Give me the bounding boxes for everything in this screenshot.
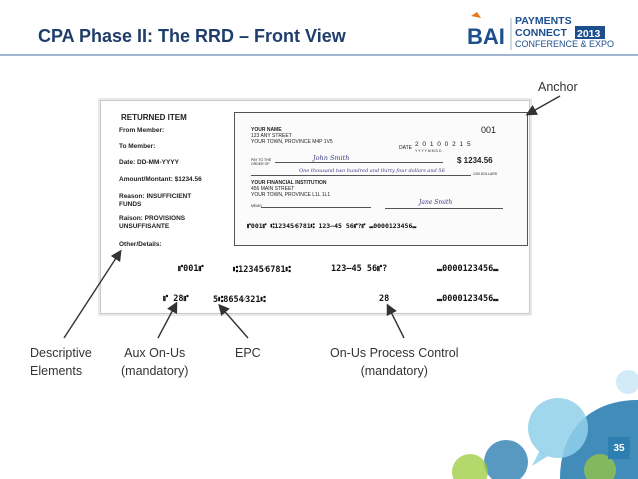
rrd-line1-account: 123–45 56⑈? [331,264,388,274]
arrow-descriptive [63,249,122,339]
label-descriptive-line2: Elements [30,364,83,378]
label-descriptive-elements: Descriptive Elements [30,344,92,380]
check-name: YOUR NAME [251,127,282,133]
label-onus-line2: (mandatory) [360,364,428,378]
rrd-line2-epc: 5⑆8654⁄321⑆ [213,295,266,305]
check-payee: John Smith [313,154,350,162]
check-addr1: 123 ANY STREET [251,133,292,139]
arrow-epc [218,303,249,339]
check-addr2: YOUR TOWN, PROVINCE M4P 1V5 [251,139,333,145]
arrow-aux-onus [157,301,178,339]
rrd-line1-amount: ⑉0000123456⑉ [437,264,499,274]
check-memo-label: MEMO [251,204,262,208]
rrd-label-raison: Raison: PROVISIONS [119,215,186,222]
bubble-green-icon [452,454,488,479]
check-date-format: Y Y Y Y M M D D [415,149,442,153]
check-date-label: DATE [399,145,412,151]
label-onus-line1: On-Us Process Control [330,346,459,360]
logo-brand: BAI [467,24,505,49]
title-divider [0,54,638,56]
check-pay-label: PAY TO THE ORDER OF [251,158,272,166]
rrd-label-reason-2: FUNDS [119,201,142,208]
rrd-line2-process-control: 28 [379,294,390,304]
check-date-digits: 2 0 1 0 0 2 1 5 [415,141,472,148]
bubble-pale-icon [616,370,638,394]
arrow-onus-process [386,303,405,339]
logo-line2: CONNECT [515,27,568,39]
check-bank-addr1: 456 MAIN STREET [251,186,295,192]
rrd-label-amount: Amount/Montant: $1234.56 [119,176,202,183]
rrd-label-date: Date: DD-MM-YYYY [119,159,179,166]
decorative-speech-bubbles [452,370,638,479]
check-amount-words: One thousand two hundred and thirty four… [299,168,445,174]
check-signature: Jane Smith [419,199,453,206]
label-descriptive-line1: Descriptive [30,346,92,360]
slide-number: 35 [608,437,630,459]
bubble-blue-small-icon [484,440,528,479]
logo-year: 2013 [577,28,601,40]
rrd-document: RETURNED ITEM From Member: To Member: Da… [100,100,530,314]
bubble-green-small-icon [584,454,616,479]
rrd-line1-transit: ⑆12345⁄6781⑆ [233,265,291,275]
arrow-anchor [525,95,561,116]
label-aux-line1: Aux On-Us [124,346,186,360]
bai-payments-connect-logo: BAI PAYMENTS CONNECT 2013 CONFERENCE & E… [467,12,614,50]
logo-line1: PAYMENTS [515,15,572,27]
label-aux-line2: (mandatory) [121,364,189,378]
label-aux-onus: Aux On-Us (mandatory) [121,344,188,380]
rrd-label-from: From Member: [119,127,165,134]
anchor-label: Anchor [538,80,578,94]
check-amount-box: $ 1234.56 [457,156,493,165]
rrd-label-other: Other/Details: [119,241,162,248]
bubble-blue-large-icon [560,400,638,479]
rrd-line2-aux-onus: ⑈ 28⑈ [163,294,189,304]
rrd-label-raison-2: UNSUFFISANTE [119,223,170,230]
check-dollars-label: /100 DOLLARS [473,172,498,176]
check-bank-addr2: YOUR TOWN, PROVINCE L1L 1L1 [251,192,331,198]
label-epc: EPC [235,346,261,360]
check-bank-name: YOUR FINANCIAL INSTITUTION [251,180,327,186]
rrd-label-reason: Reason: INSUFFICIENT [119,193,192,200]
bubble-light-icon [528,398,588,458]
logo-line3: CONFERENCE & EXPO [515,39,614,49]
returned-item-heading: RETURNED ITEM [121,113,187,122]
rrd-label-to: To Member: [119,143,156,150]
rrd-line1-serial: ⑈001⑈ [178,264,204,274]
label-onus-process-control: On-Us Process Control (mandatory) [330,344,459,380]
logo-flame-icon [471,12,481,18]
check-number: 001 [481,125,497,135]
rrd-line2-amount: ⑉0000123456⑉ [437,294,499,304]
check-micr-line: ⑈001⑈ ⑆12345⁄6781⑆ 123–45 56⑈?⑈ ⑉0000123… [247,222,417,230]
slide-title: CPA Phase II: The RRD – Front View [38,26,346,46]
check-image: YOUR NAME 123 ANY STREET YOUR TOWN, PROV… [234,112,528,246]
